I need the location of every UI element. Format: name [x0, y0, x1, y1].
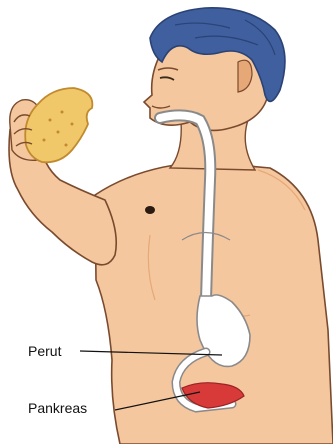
bread — [25, 88, 92, 162]
stomach-label: Perut — [28, 344, 61, 358]
nipple — [145, 206, 155, 214]
pancreas-label: Pankreas — [28, 401, 87, 415]
